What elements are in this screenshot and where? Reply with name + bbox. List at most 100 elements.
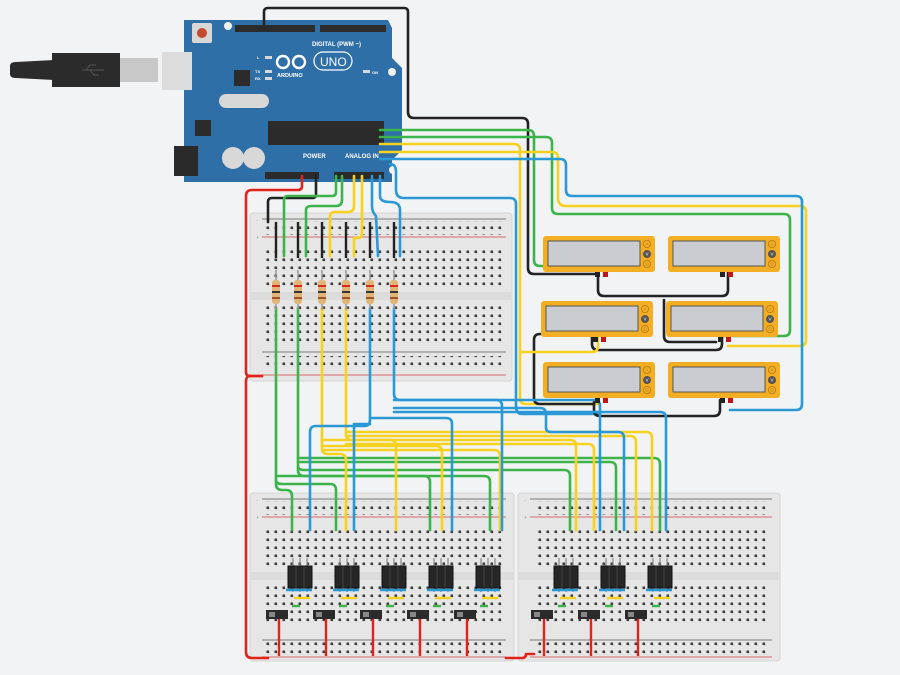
multimeter[interactable]: AVΩ bbox=[668, 236, 780, 277]
meter-mode-v-button[interactable] bbox=[643, 249, 652, 258]
meter-mode-label: A bbox=[643, 307, 646, 312]
uno-badge bbox=[313, 51, 353, 71]
meter-mode-label: Ω bbox=[645, 262, 649, 267]
digital-header-right[interactable] bbox=[320, 25, 386, 32]
rgb-led[interactable] bbox=[646, 558, 673, 608]
meter-mode-ohm-button[interactable] bbox=[641, 324, 650, 333]
meter-mode-label: Ω bbox=[645, 388, 649, 393]
multimeter[interactable]: AVΩ bbox=[543, 362, 655, 403]
multimeter[interactable]: AVΩ bbox=[541, 301, 653, 342]
resistor[interactable] bbox=[318, 270, 326, 310]
meter-mode-v-button[interactable] bbox=[766, 314, 775, 323]
meter-com-probe[interactable] bbox=[595, 272, 600, 277]
meter-com-probe[interactable] bbox=[720, 272, 725, 277]
rail-minus-label: - bbox=[256, 218, 258, 224]
power-rail-bottom[interactable] bbox=[266, 356, 502, 370]
rgb-led[interactable] bbox=[427, 558, 454, 608]
capacitor bbox=[222, 147, 244, 169]
meter-mode-a-button[interactable] bbox=[641, 304, 650, 313]
meter-positive-probe[interactable] bbox=[728, 272, 733, 277]
digital-header-left[interactable] bbox=[235, 25, 315, 32]
rail-minus-label: - bbox=[524, 498, 526, 504]
meter-positive-probe[interactable] bbox=[603, 398, 608, 403]
meter-positive-probe[interactable] bbox=[728, 398, 733, 403]
meter-mode-label: Ω bbox=[768, 327, 772, 332]
meter-mode-ohm-button[interactable] bbox=[768, 385, 777, 394]
meter-com-probe[interactable] bbox=[593, 337, 598, 342]
usb-connector-metal bbox=[118, 58, 158, 82]
terminal-strip-upper[interactable] bbox=[266, 528, 502, 568]
meter-mode-label: V bbox=[768, 317, 771, 322]
slide-switch[interactable] bbox=[454, 610, 476, 656]
terminal-strip-upper[interactable] bbox=[534, 528, 770, 568]
rx-led bbox=[265, 77, 272, 80]
top-breadboard[interactable]: - + bbox=[249, 212, 513, 382]
meter-mode-ohm-button[interactable] bbox=[643, 259, 652, 268]
reset-button-cap[interactable] bbox=[197, 28, 207, 38]
slide-switch[interactable] bbox=[625, 610, 647, 656]
meter-mode-a-button[interactable] bbox=[768, 239, 777, 248]
meter-display bbox=[545, 305, 639, 332]
l-led-label: L bbox=[257, 55, 260, 60]
meter-mode-v-button[interactable] bbox=[768, 249, 777, 258]
meter-positive-probe[interactable] bbox=[603, 272, 608, 277]
meter-mode-a-button[interactable] bbox=[768, 365, 777, 374]
multimeter[interactable]: AVΩ bbox=[668, 362, 780, 403]
meter-mode-a-button[interactable] bbox=[643, 239, 652, 248]
resistor[interactable] bbox=[342, 270, 350, 310]
meter-mode-ohm-button[interactable] bbox=[766, 324, 775, 333]
meter-mode-v-button[interactable] bbox=[643, 375, 652, 384]
slide-switch[interactable] bbox=[531, 610, 553, 656]
resistor[interactable] bbox=[390, 270, 398, 310]
power-rail-bottom[interactable] bbox=[534, 642, 770, 656]
meter-mode-ohm-button[interactable] bbox=[643, 385, 652, 394]
arduino-uno-board[interactable]: DIGITAL (PWM ~) ARDUINO UNO ON L TX RX P… bbox=[162, 20, 402, 182]
multimeter[interactable]: AVΩ bbox=[543, 236, 655, 277]
rgb-led[interactable] bbox=[474, 558, 501, 608]
meter-mode-label: A bbox=[645, 368, 648, 373]
meter-com-probe[interactable] bbox=[720, 398, 725, 403]
analog-header[interactable] bbox=[334, 172, 384, 179]
usb-cable-strain-relief bbox=[10, 60, 54, 80]
meter-mode-label: Ω bbox=[770, 388, 774, 393]
resistor[interactable] bbox=[272, 270, 280, 310]
power-rail-top[interactable] bbox=[266, 501, 502, 515]
meter-mode-label: V bbox=[645, 378, 648, 383]
terminal-strip-lower[interactable] bbox=[266, 304, 502, 344]
meter-mode-v-button[interactable] bbox=[641, 314, 650, 323]
crystal-oscillator bbox=[219, 94, 269, 108]
slide-switch[interactable] bbox=[360, 610, 382, 656]
chip-small bbox=[234, 70, 250, 86]
rgb-led[interactable] bbox=[552, 558, 579, 608]
voltage-regulator bbox=[195, 120, 211, 136]
rgb-led[interactable] bbox=[286, 558, 313, 608]
on-led-label: ON bbox=[372, 70, 378, 75]
resistor[interactable] bbox=[294, 270, 302, 310]
rgb-led[interactable] bbox=[380, 558, 407, 608]
power-rail-top[interactable] bbox=[266, 221, 502, 235]
slide-switch[interactable] bbox=[578, 610, 600, 656]
meter-mode-label: A bbox=[768, 307, 771, 312]
meter-mode-a-button[interactable] bbox=[643, 365, 652, 374]
capacitor bbox=[243, 147, 265, 169]
meter-com-probe[interactable] bbox=[718, 337, 723, 342]
meter-mode-label: A bbox=[770, 242, 773, 247]
slide-switch[interactable] bbox=[407, 610, 429, 656]
rgb-led[interactable] bbox=[599, 558, 626, 608]
meter-positive-probe[interactable] bbox=[601, 337, 606, 342]
meter-mode-v-button[interactable] bbox=[768, 375, 777, 384]
multimeter[interactable]: AVΩ bbox=[666, 301, 778, 342]
meter-display bbox=[670, 305, 764, 332]
power-header[interactable] bbox=[265, 172, 319, 179]
meter-mode-a-button[interactable] bbox=[766, 304, 775, 313]
meter-mode-ohm-button[interactable] bbox=[768, 259, 777, 268]
usb-cable[interactable] bbox=[10, 53, 158, 87]
meter-positive-probe[interactable] bbox=[726, 337, 731, 342]
resistor[interactable] bbox=[366, 270, 374, 310]
rgb-led[interactable] bbox=[333, 558, 360, 608]
slide-switch[interactable] bbox=[266, 610, 288, 656]
slide-switch[interactable] bbox=[313, 610, 335, 656]
arduino-logo-icon bbox=[275, 54, 307, 70]
meter-com-probe[interactable] bbox=[595, 398, 600, 403]
